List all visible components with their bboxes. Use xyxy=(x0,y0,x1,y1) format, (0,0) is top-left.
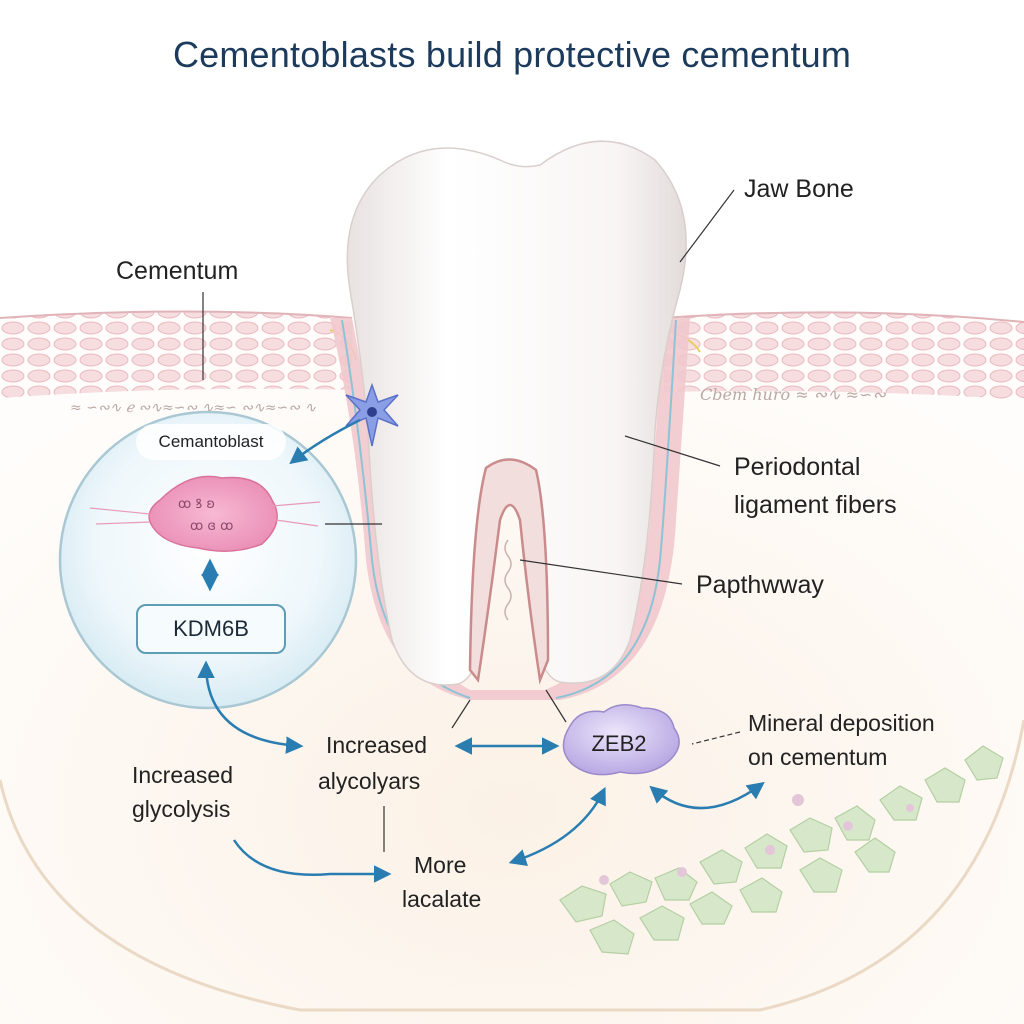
arrow-zeb2-mineral xyxy=(649,781,765,810)
label-pathway: Papthwway xyxy=(696,571,824,599)
script-left: ≈ ∽∾∿ ℯ ∾∿≈∽∾ ∿≈∽ ∾∿≈∽∾ ∿ xyxy=(70,400,316,416)
mineral-deposits xyxy=(559,745,1004,955)
label-more: More xyxy=(414,852,467,878)
kdm6b-box: KDM6B xyxy=(136,604,286,654)
arrow-glycolysis-lactate xyxy=(232,839,392,883)
label-on-cementum: on cementum xyxy=(748,744,888,770)
label-glycolysis-center: alycolyars xyxy=(318,768,421,794)
zeb2-blob xyxy=(562,704,680,776)
gum-band-right xyxy=(664,312,1024,400)
label-increased-center: Increased xyxy=(326,732,428,758)
arrow-kdm6b-increased xyxy=(197,660,304,754)
label-zeb2: ZEB2 xyxy=(591,731,647,756)
script-right: Cbem huro ≈ ∾∿ ≈∽∾ xyxy=(700,385,886,404)
label-cementoblast: Cemantoblast xyxy=(136,424,286,460)
label-jaw-bone: Jaw Bone xyxy=(744,175,854,203)
nucleus xyxy=(148,475,278,552)
label-ligament-fibers: ligament fibers xyxy=(734,491,897,519)
svg-text:ꝏ ɞ ꝏ: ꝏ ɞ ꝏ xyxy=(190,519,233,534)
label-mineral-deposition: Mineral deposition xyxy=(748,710,935,736)
arrow-zeb2-lactate xyxy=(508,786,606,867)
label-cementum: Cementum xyxy=(116,257,239,285)
label-increased-left: Increased xyxy=(132,762,234,788)
page-title: Cementoblasts build protective cementum xyxy=(172,34,852,75)
label-lactate: lacalate xyxy=(402,886,482,912)
svg-text:ꝏ ꝸ ʚ: ꝏ ꝸ ʚ xyxy=(178,497,215,512)
jaw-outline xyxy=(0,719,1024,1012)
label-glycolysis-left: glycolysis xyxy=(132,796,231,822)
label-periodontal: Periodontal xyxy=(734,453,861,481)
gum-band-left xyxy=(0,311,352,398)
arrow-star-to-cell xyxy=(289,418,361,465)
